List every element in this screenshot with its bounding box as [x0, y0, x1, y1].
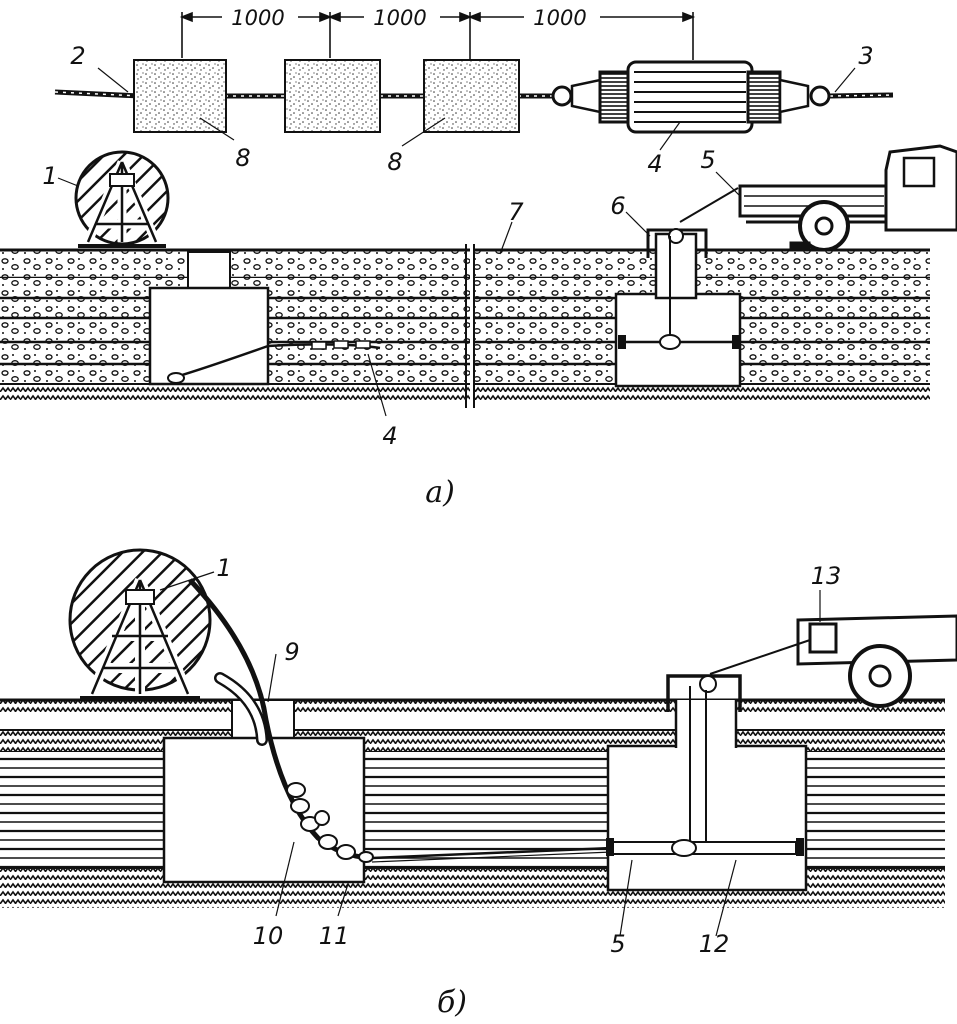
winch-13 [808, 622, 838, 654]
brush-4 [551, 60, 831, 134]
dimension-1000-c: 1000 [533, 6, 586, 30]
cylinder-8-mid [284, 59, 381, 133]
label-1-b: 1 [216, 554, 231, 582]
dimension-1000-a: 1000 [231, 6, 284, 30]
label-2: 2 [70, 42, 85, 70]
cylinder-8-right [423, 59, 520, 133]
label-11: 11 [319, 922, 350, 950]
label-1-a: 1 [42, 162, 57, 190]
label-3: 3 [858, 42, 873, 70]
label-5-a: 5 [700, 146, 715, 174]
cable-rollers [286, 782, 356, 860]
label-4-bottom: 4 [382, 422, 397, 450]
diagram-b: 1 9 10 11 5 [0, 548, 957, 1020]
guide-9 [216, 674, 266, 744]
diagram-a: 1000 1000 1000 2 [0, 5, 957, 510]
label-6: 6 [610, 192, 625, 220]
caption-a: а) [425, 475, 455, 510]
swivel-12 [671, 839, 697, 857]
cable-reel-b [68, 548, 212, 700]
truck-b [796, 614, 957, 708]
truck-a [738, 144, 957, 253]
label-5-b: 5 [610, 930, 625, 958]
label-12: 12 [699, 930, 730, 958]
brush-train-in-duct [311, 340, 371, 350]
label-8-left: 8 [235, 144, 250, 172]
manhole-left-b [162, 736, 366, 884]
rope [54, 89, 894, 99]
label-9: 9 [284, 638, 299, 666]
label-13: 13 [811, 562, 842, 590]
cable-head-11 [358, 851, 374, 863]
access-hatch-a [187, 251, 231, 289]
caption-b: б) [437, 985, 467, 1020]
label-7: 7 [508, 198, 524, 226]
dimension-1000-b: 1000 [373, 6, 426, 30]
label-4-top: 4 [647, 150, 662, 178]
label-10: 10 [253, 922, 284, 950]
ground-top-b [0, 700, 945, 714]
label-8-mid: 8 [387, 148, 402, 176]
manhole-left-a [148, 286, 270, 386]
cable-reel-a [74, 150, 170, 248]
cylinder-8-left [133, 59, 227, 133]
